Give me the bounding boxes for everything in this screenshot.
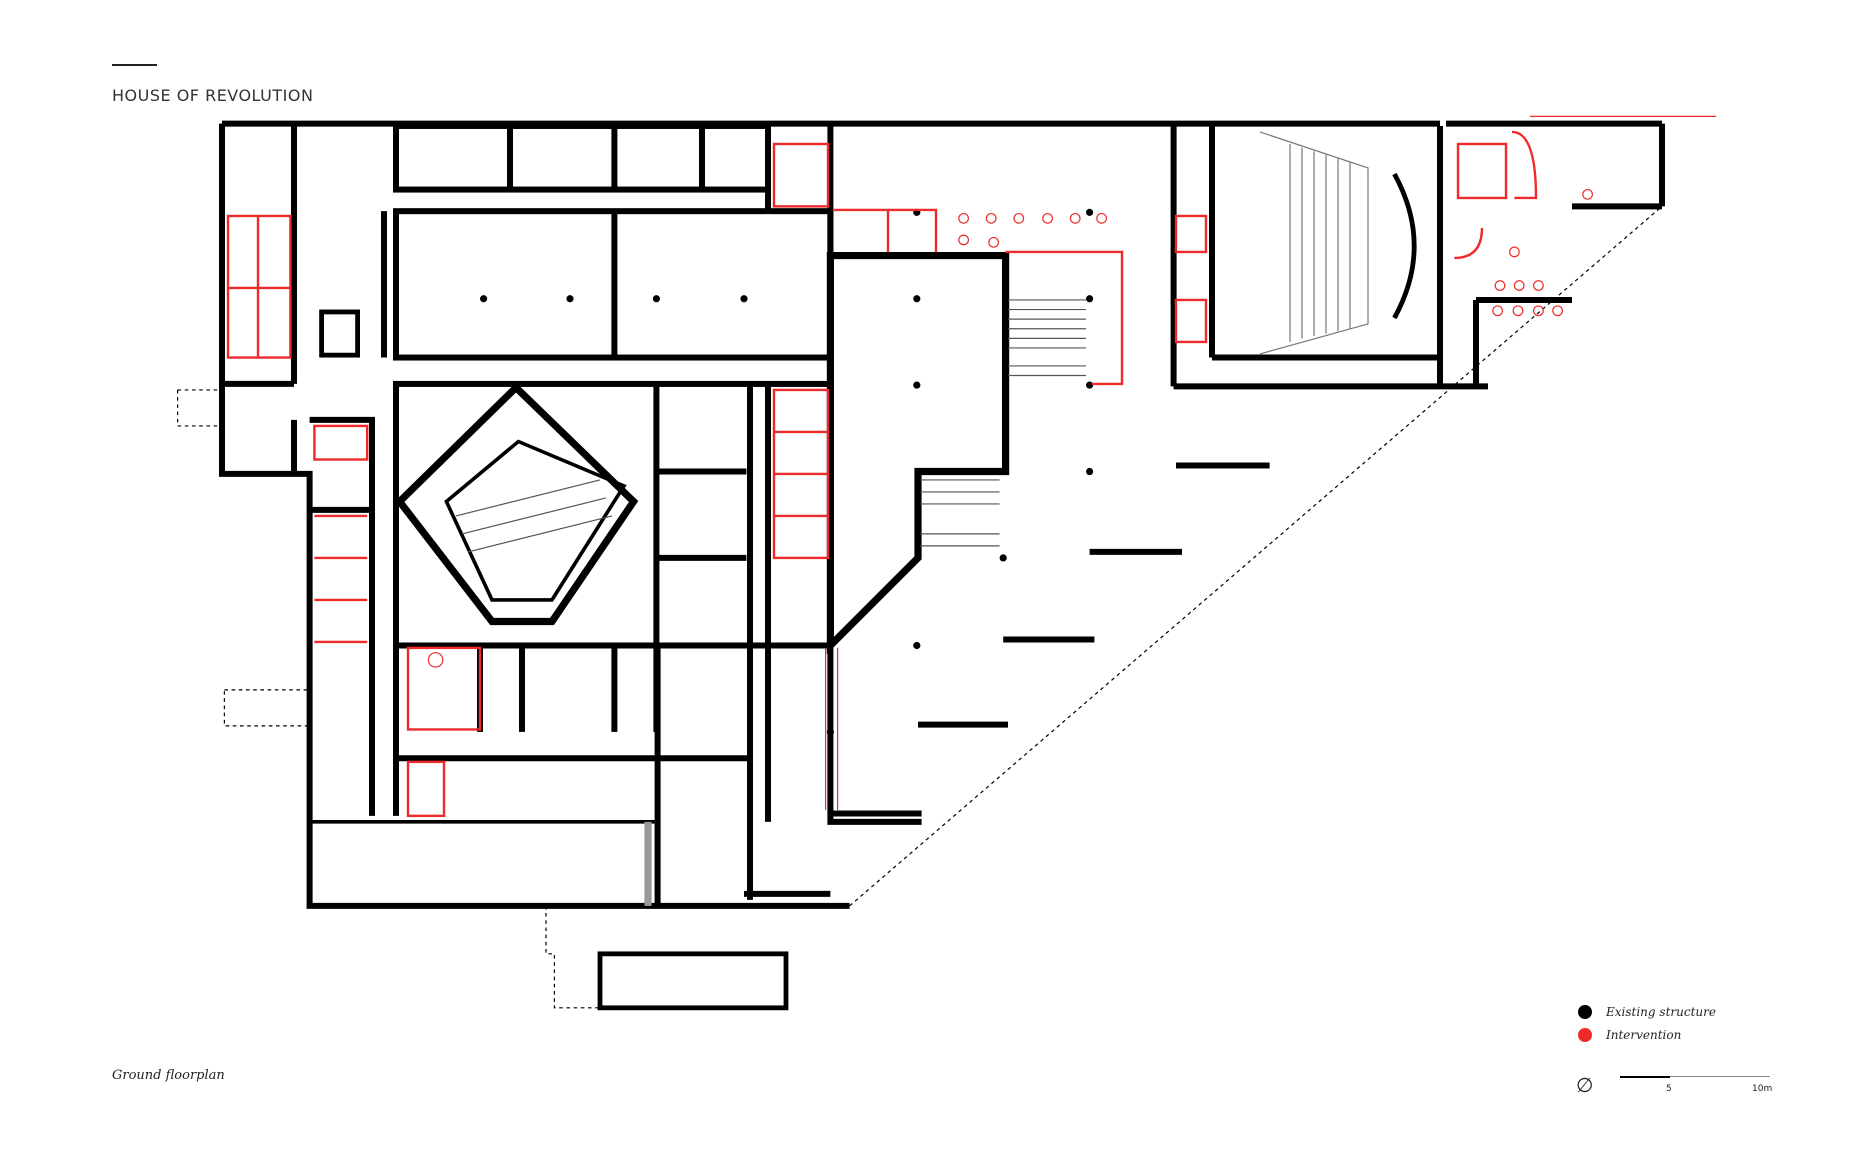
auditorium-seating <box>1259 131 1417 355</box>
red-dot-icon <box>1578 1027 1592 1042</box>
existing-walls <box>219 120 1665 1011</box>
legend: Existing structure Intervention <box>1578 1000 1716 1046</box>
legend-item-existing: Existing structure <box>1578 1000 1716 1023</box>
interventions <box>226 115 1716 818</box>
stairs <box>455 299 1086 553</box>
title-rule <box>112 64 157 66</box>
scale-segment-thin <box>1670 1076 1770 1077</box>
scale-label-end: 10m <box>1752 1084 1773 1094</box>
scale-label-mid: 5 <box>1666 1084 1672 1094</box>
legend-item-intervention: Intervention <box>1578 1023 1716 1046</box>
north-arrow-icon: ∅ <box>1576 1073 1594 1097</box>
site-boundary-dashed <box>177 205 1663 1009</box>
page-title: HOUSE OF REVOLUTION <box>112 86 314 105</box>
scale-segment-solid <box>1620 1076 1670 1078</box>
legend-label: Intervention <box>1606 1027 1682 1042</box>
plan-caption: Ground floorplan <box>112 1068 225 1083</box>
scale-bar: ∅ 5 10m <box>1576 1068 1776 1108</box>
legend-label: Existing structure <box>1606 1004 1716 1019</box>
black-dot-icon <box>1578 1004 1592 1019</box>
columns <box>480 208 1094 736</box>
